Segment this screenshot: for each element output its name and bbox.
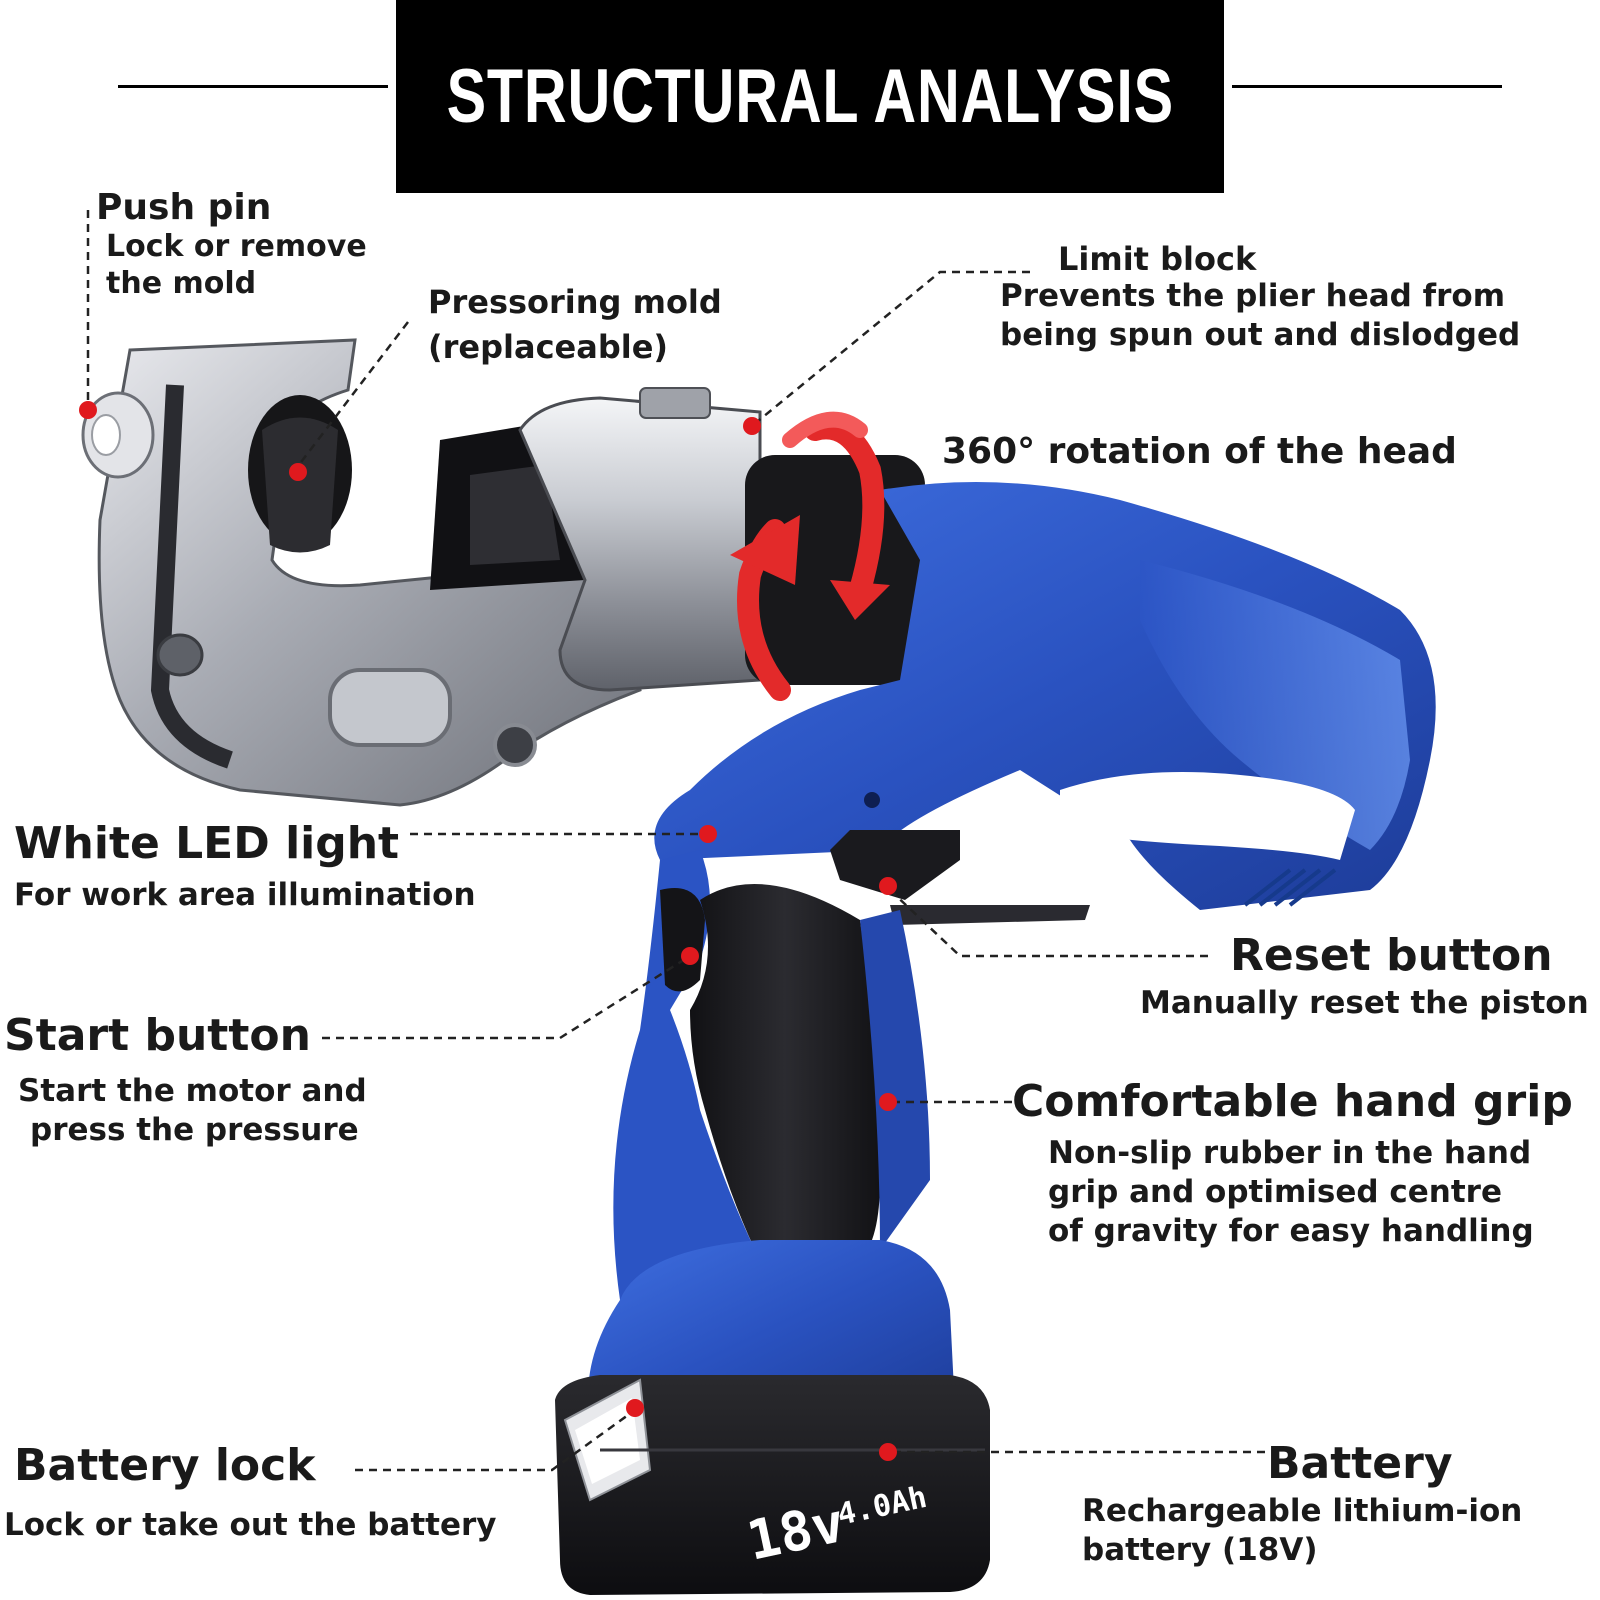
- header-rule-left: [118, 85, 388, 88]
- callout-grip: Comfortable hand grip Non-slip rubber in…: [1012, 1076, 1573, 1251]
- header-rule-right: [1232, 85, 1502, 88]
- callout-led: White LED light For work area illuminati…: [14, 818, 476, 915]
- callout-marker-dot: [289, 463, 307, 481]
- callout-push-pin: Push pin Lock or remove the mold: [96, 188, 367, 303]
- callout-marker-dot: [879, 877, 897, 895]
- callout-battery: Battery Rechargeable lithium-ion battery…: [1082, 1438, 1523, 1570]
- battery-pack: [555, 1375, 990, 1595]
- callout-title: 360° rotation of the head: [942, 431, 1457, 472]
- callout-limit-block: Limit block Prevents the plier head from…: [1000, 240, 1521, 355]
- callout-desc: Rechargeable lithium-ion battery (18V): [1082, 1493, 1523, 1569]
- callout-desc: Lock or take out the battery: [4, 1507, 497, 1544]
- callout-desc: Non-slip rubber in the hand grip and opt…: [1048, 1135, 1534, 1249]
- callout-marker-dot: [626, 1399, 644, 1417]
- callout-title: Pressoring mold (replaceable): [428, 283, 722, 366]
- callout-reset: Reset button Manually reset the piston: [1140, 930, 1589, 1023]
- callout-title: Reset button: [1230, 930, 1553, 981]
- connector-battery-lock: [355, 1408, 636, 1472]
- grip-rubber: [690, 884, 880, 1260]
- page-title: STRUCTURAL ANALYSIS: [446, 54, 1174, 139]
- callout-desc: Prevents the plier head from being spun …: [1000, 278, 1521, 353]
- connector-limit-block: [751, 270, 1030, 427]
- callout-start: Start button Start the motor and press t…: [4, 1010, 367, 1150]
- callout-desc: For work area illumination: [14, 877, 476, 914]
- callout-marker-dot: [879, 1093, 897, 1111]
- cylinder-head: [518, 396, 762, 692]
- callout-marker-dot: [79, 401, 97, 419]
- callout-title: White LED light: [14, 818, 400, 869]
- callout-battery-lock: Battery lock Lock or take out the batter…: [4, 1440, 497, 1545]
- connector-start: [322, 954, 691, 1040]
- header-banner: STRUCTURAL ANALYSIS: [396, 0, 1224, 193]
- callout-title: Comfortable hand grip: [1012, 1076, 1573, 1127]
- callout-pressoring-mold: Pressoring mold (replaceable): [428, 280, 722, 370]
- callout-title: Start button: [4, 1010, 311, 1061]
- callout-desc: Manually reset the piston: [1140, 985, 1589, 1022]
- callout-desc: Lock or remove the mold: [106, 228, 367, 302]
- callout-title: Battery lock: [14, 1440, 316, 1491]
- callout-title: Push pin: [96, 187, 272, 228]
- reset-button-shape: [830, 830, 960, 900]
- callout-marker-dot: [743, 417, 761, 435]
- callout-title: Limit block: [1058, 240, 1257, 278]
- grip-front: [613, 850, 760, 1300]
- callout-title: Battery: [1267, 1438, 1453, 1489]
- callout-marker-dot: [681, 947, 699, 965]
- connector-mold: [294, 321, 409, 471]
- connector-reset: [889, 889, 1208, 958]
- callout-rotation: 360° rotation of the head: [942, 432, 1457, 472]
- callout-marker-dot: [879, 1443, 897, 1461]
- callout-marker-dot: [699, 825, 717, 843]
- callout-desc: Start the motor and press the pressure: [18, 1073, 367, 1149]
